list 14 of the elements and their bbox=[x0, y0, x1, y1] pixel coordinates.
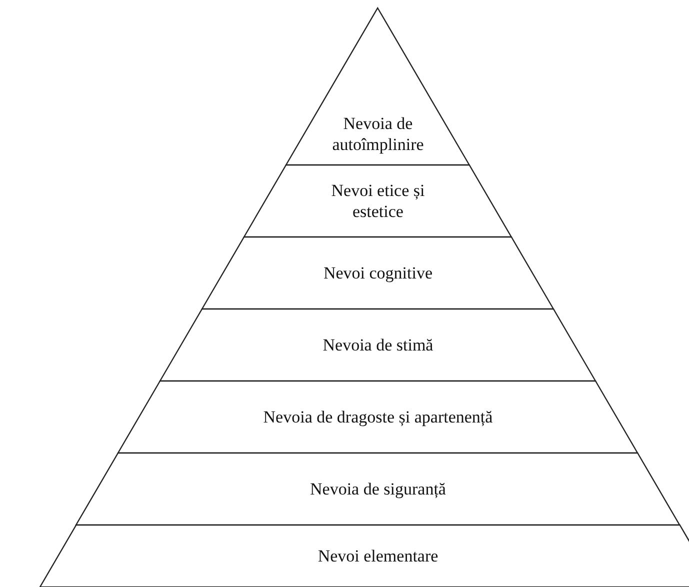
level-label: Nevoia de siguranță bbox=[310, 478, 446, 500]
pyramid-level bbox=[244, 165, 512, 237]
pyramid-level bbox=[202, 237, 554, 309]
level-label: Nevoia de dragoste și apartenență bbox=[263, 406, 493, 428]
pyramid-apex bbox=[286, 8, 470, 165]
pyramid-level bbox=[40, 525, 689, 587]
level-label: Nevoia de stimă bbox=[322, 334, 434, 356]
level-label: Nevoia de autoîmplinire bbox=[331, 113, 425, 155]
pyramid-level bbox=[76, 453, 680, 525]
pyramid-level bbox=[160, 309, 596, 381]
level-label: Nevoi elementare bbox=[318, 546, 438, 566]
level-label: Nevoi etice și estetice bbox=[330, 180, 426, 222]
pyramid-level bbox=[118, 381, 638, 453]
level-label: Nevoi cognitive bbox=[323, 262, 433, 284]
